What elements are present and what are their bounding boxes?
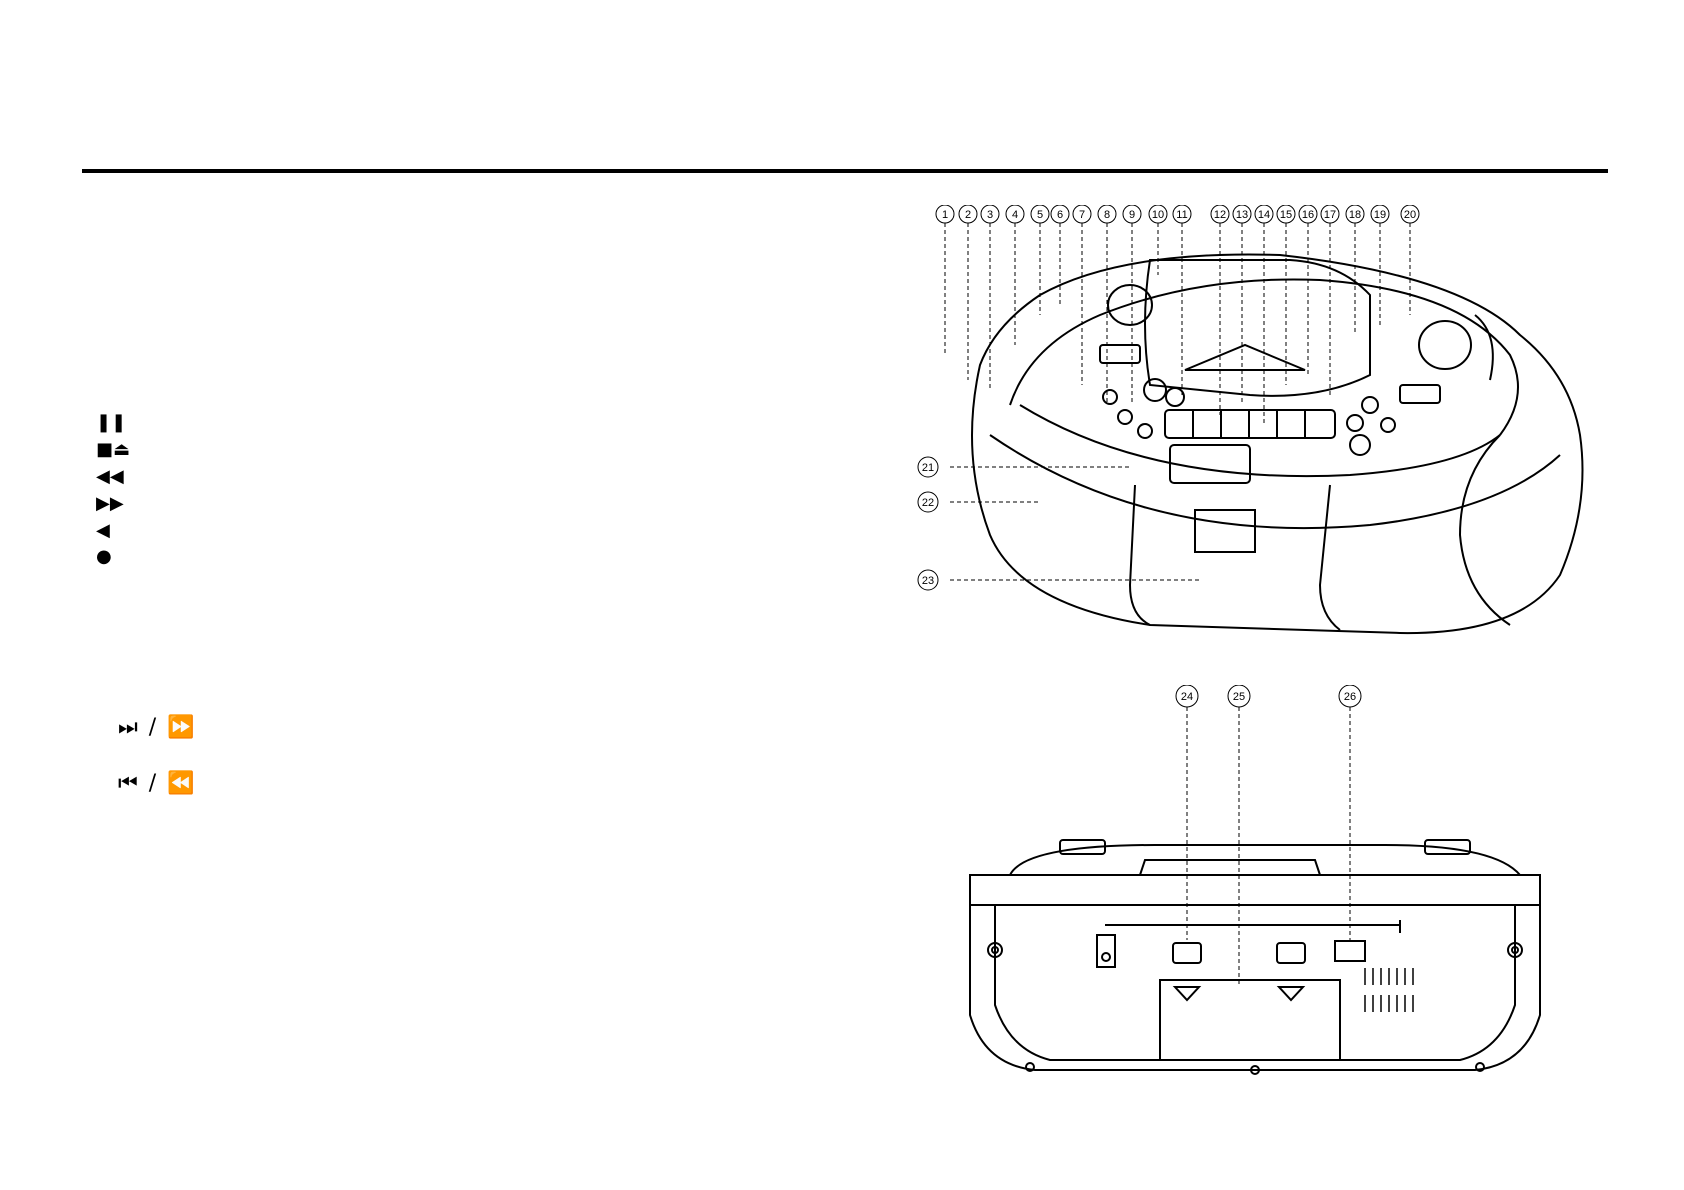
callout-15: 15 [1280,209,1292,221]
callout-11: 11 [1176,209,1187,221]
callout-14: 14 [1258,209,1270,221]
callout-19: 19 [1374,209,1386,221]
callout-24: 24 [1181,691,1193,703]
side-callouts: 21 22 23 [917,456,939,591]
header-rule [82,169,1608,173]
callout-20: 20 [1404,209,1416,221]
callout-5: 5 [1037,209,1043,221]
callout-22: 22 [922,497,934,509]
callout-8: 8 [1104,209,1110,221]
callout-1: 1 [942,209,948,221]
front-callouts: 1 2 3 4 5 6 7 8 9 10 11 12 13 14 15 16 1… [935,205,1420,224]
callout-9: 9 [1129,209,1135,221]
callout-21: 21 [922,462,934,474]
record-symbol: ● [96,546,112,567]
rear-view-diagram: 24 25 26 [969,685,1541,1075]
callout-4: 4 [1012,209,1018,221]
rear-callouts: 24 25 26 [1175,685,1362,708]
callout-6: 6 [1057,209,1063,221]
callout-2: 2 [965,209,971,221]
callout-7: 7 [1079,209,1085,221]
callout-17: 17 [1324,209,1336,221]
fast-forward-symbol: ▶▶ [96,493,124,514]
rewind-symbol: ◀◀ [96,466,124,487]
reverse-symbol: ◀ [96,520,110,541]
callout-12: 12 [1214,209,1226,221]
callout-16: 16 [1302,209,1314,221]
skip-previous-symbol: ⏮ / ⏪ [118,771,197,796]
pause-symbol: ❚❚ [96,412,127,433]
callout-26: 26 [1344,691,1356,703]
front-view-diagram: 1 2 3 4 5 6 7 8 9 10 11 12 13 14 15 16 1… [917,205,1584,635]
callout-18: 18 [1349,209,1361,221]
skip-next-symbol: ⏭ / ⏩ [118,715,197,740]
callout-13: 13 [1236,209,1248,221]
stop-eject-symbol: ■⏏ [96,439,131,460]
callout-25: 25 [1233,691,1245,703]
callout-3: 3 [987,209,993,221]
callout-23: 23 [922,575,934,587]
callout-10: 10 [1152,209,1164,221]
